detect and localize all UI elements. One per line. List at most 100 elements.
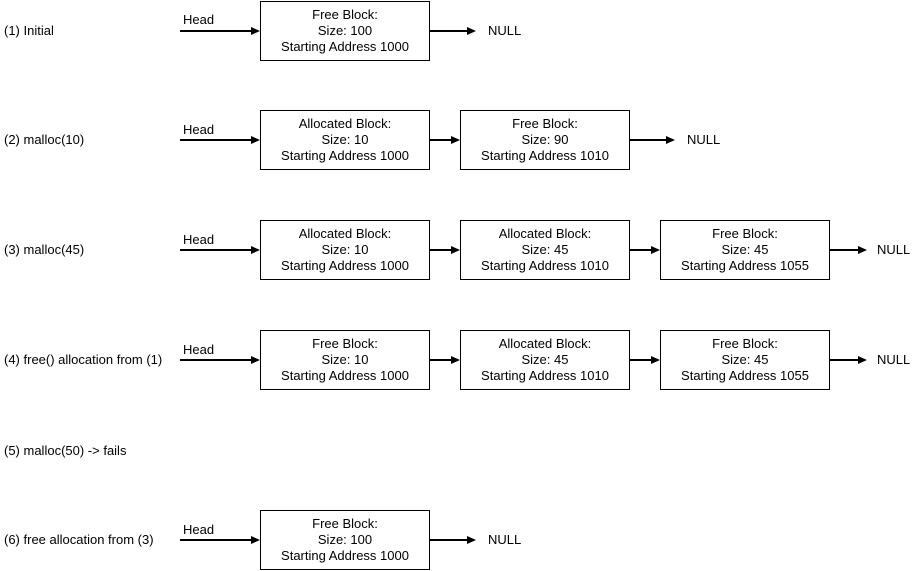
step-2-head-arrow: [180, 136, 260, 145]
step-3-null-arrow: [830, 246, 867, 255]
arrow-shaft: [180, 539, 251, 541]
arrowhead-icon: [858, 356, 867, 364]
arrow-shaft: [430, 539, 467, 541]
arrowhead-icon: [251, 356, 260, 364]
step-4-null-arrow: [830, 356, 867, 365]
block-size: Size: 45: [521, 352, 569, 367]
step-1-head-arrow: [180, 27, 260, 36]
block-address: Starting Address 1010: [481, 148, 609, 163]
arrow-shaft: [430, 359, 451, 361]
step-4-null-label: NULL: [877, 352, 911, 367]
block-address: Starting Address 1010: [481, 368, 609, 383]
arrow-shaft: [430, 30, 467, 32]
block-title: Allocated Block:: [298, 226, 392, 241]
arrowhead-icon: [858, 246, 867, 254]
step-6-null-label: NULL: [488, 532, 522, 547]
block-size: Size: 90: [521, 132, 569, 147]
arrowhead-icon: [451, 356, 460, 364]
step-2-null-arrow: [630, 136, 675, 145]
arrowhead-icon: [651, 356, 660, 364]
arrowhead-icon: [251, 246, 260, 254]
arrowhead-icon: [251, 136, 260, 144]
step-4-link-arrow-1: [430, 356, 460, 365]
step-2-label: (2) malloc(10): [4, 132, 85, 147]
arrow-shaft: [180, 249, 251, 251]
step-2-null-label: NULL: [687, 132, 721, 147]
arrow-shaft: [630, 139, 666, 141]
step-6-head-label: Head: [183, 522, 215, 537]
step-1-null-label: NULL: [488, 23, 522, 38]
arrowhead-icon: [651, 246, 660, 254]
step-2-block-1: Allocated Block: Size: 10 Starting Addre…: [260, 110, 430, 170]
block-address: Starting Address 1000: [281, 258, 409, 273]
block-address: Starting Address 1010: [481, 258, 609, 273]
arrowhead-icon: [666, 136, 675, 144]
block-address: Starting Address 1000: [281, 368, 409, 383]
arrow-shaft: [180, 30, 251, 32]
step-1-block-1: Free Block: Size: 100 Starting Address 1…: [260, 1, 430, 61]
step-3-link-arrow-2: [630, 246, 660, 255]
arrowhead-icon: [451, 246, 460, 254]
block-address: Starting Address 1000: [281, 148, 409, 163]
block-title: Free Block:: [312, 336, 378, 351]
step-5-label: (5) malloc(50) -> fails: [4, 443, 127, 458]
step-4-head-label: Head: [183, 342, 215, 357]
block-address: Starting Address 1000: [281, 39, 409, 54]
arrow-shaft: [630, 359, 651, 361]
arrowhead-icon: [251, 536, 260, 544]
step-3-head-arrow: [180, 246, 260, 255]
step-3-block-3: Free Block: Size: 45 Starting Address 10…: [660, 220, 830, 280]
arrowhead-icon: [251, 27, 260, 35]
block-title: Allocated Block:: [498, 226, 592, 241]
step-6-head-arrow: [180, 536, 260, 545]
block-size: Size: 10: [321, 352, 369, 367]
block-title: Allocated Block:: [498, 336, 592, 351]
arrow-shaft: [180, 139, 251, 141]
step-4-link-arrow-2: [630, 356, 660, 365]
block-size: Size: 100: [317, 23, 373, 38]
step-1-head-label: Head: [183, 12, 215, 27]
arrow-shaft: [180, 359, 251, 361]
step-3-null-label: NULL: [877, 242, 911, 257]
step-6-label: (6) free allocation from (3): [4, 532, 154, 547]
block-size: Size: 10: [321, 242, 369, 257]
step-6-block-1: Free Block: Size: 100 Starting Address 1…: [260, 510, 430, 570]
block-title: Free Block:: [312, 7, 378, 22]
step-3-label: (3) malloc(45): [4, 242, 85, 257]
arrow-shaft: [430, 139, 451, 141]
block-size: Size: 45: [521, 242, 569, 257]
block-address: Starting Address 1055: [681, 368, 809, 383]
step-2-block-2: Free Block: Size: 90 Starting Address 10…: [460, 110, 630, 170]
step-1-null-arrow: [430, 27, 476, 36]
step-3-block-2: Allocated Block: Size: 45 Starting Addre…: [460, 220, 630, 280]
step-4-block-2: Allocated Block: Size: 45 Starting Addre…: [460, 330, 630, 390]
block-title: Free Block:: [512, 116, 578, 131]
arrow-shaft: [430, 249, 451, 251]
step-4-block-3: Free Block: Size: 45 Starting Address 10…: [660, 330, 830, 390]
step-2-head-label: Head: [183, 122, 215, 137]
block-size: Size: 45: [721, 242, 769, 257]
step-4-block-1: Free Block: Size: 10 Starting Address 10…: [260, 330, 430, 390]
block-title: Free Block:: [712, 336, 778, 351]
step-3-link-arrow-1: [430, 246, 460, 255]
step-3-block-1: Allocated Block: Size: 10 Starting Addre…: [260, 220, 430, 280]
step-6-null-arrow: [430, 536, 476, 545]
block-title: Free Block:: [312, 516, 378, 531]
arrowhead-icon: [467, 27, 476, 35]
step-2-link-arrow-1: [430, 136, 460, 145]
block-size: Size: 100: [317, 532, 373, 547]
arrowhead-icon: [467, 536, 476, 544]
step-4-head-arrow: [180, 356, 260, 365]
arrow-shaft: [830, 359, 858, 361]
step-1-label: (1) Initial: [4, 23, 54, 38]
block-address: Starting Address 1000: [281, 548, 409, 563]
arrow-shaft: [630, 249, 651, 251]
block-size: Size: 10: [321, 132, 369, 147]
block-size: Size: 45: [721, 352, 769, 367]
step-4-label: (4) free() allocation from (1): [4, 352, 163, 367]
step-3-head-label: Head: [183, 232, 215, 247]
block-address: Starting Address 1055: [681, 258, 809, 273]
block-title: Allocated Block:: [298, 116, 392, 131]
arrowhead-icon: [451, 136, 460, 144]
